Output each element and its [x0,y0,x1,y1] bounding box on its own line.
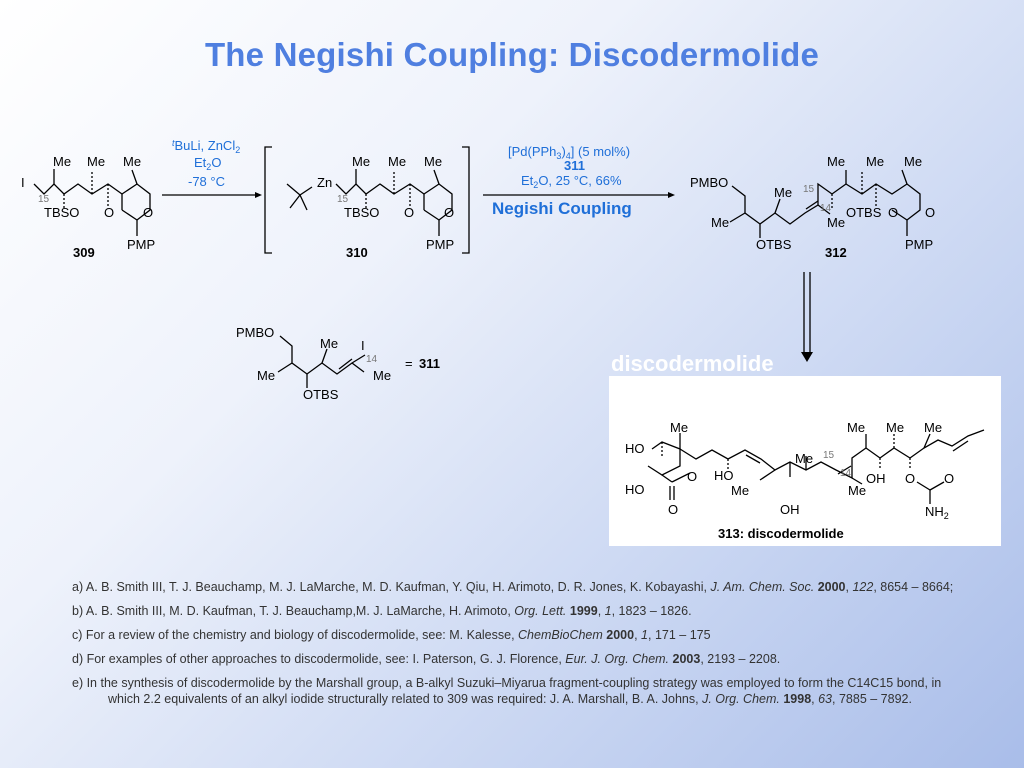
discodermolide-panel [609,376,1001,546]
carbon-14-label: 14 [820,203,832,214]
pmbo-label: PMBO [690,175,728,190]
compound-312: PMBO Me OTBS Me 15 14 Me Me Me Me OTBS O… [690,154,935,260]
me-label: Me [123,154,141,169]
reference-c: c) For a review of the chemistry and bio… [72,628,711,642]
reagent-line-1: tBuLi, ZnCl2 [172,138,240,155]
tbso-label: TBSO [44,205,79,220]
references-list: a) A. B. Smith III, T. J. Beauchamp, M. … [72,579,972,715]
reagent-311-label: 311 [564,158,585,173]
otbs-label: OTBS [303,387,339,402]
me-label: Me [866,154,884,169]
equals-label: = [405,356,413,371]
me-label: Me [904,154,922,169]
hydroxyl-label: HO [625,441,645,456]
reference-e: e) In the synthesis of discodermolide by… [72,676,942,706]
me-label: Me [711,215,729,230]
reference-d: d) For examples of other approaches to d… [72,652,781,666]
me-label: Me [320,336,338,351]
me-label: Me [848,483,866,498]
compound-310: Zn Me Me Me 15 TBSO O O PMP 310 [286,154,454,260]
catalyst-label: [Pd(PPh3)4] (5 mol%) [508,144,630,161]
oxygen-label: O [944,471,954,486]
compound-number-313: 313: discodermolide [718,526,844,541]
right-bracket [462,146,470,254]
me-label: Me [731,483,749,498]
carbon-15-label: 15 [38,194,50,205]
me-label: Me [87,154,105,169]
me-label: Me [257,368,275,383]
oxygen-label: O [668,502,678,517]
conditions-label: Et2O, 25 °C, 66% [521,173,622,190]
compound-313: HO HO Me O O HO Me OH Me 15 14 Me Me Me … [625,420,985,541]
me-label: Me [774,185,792,200]
me-label: Me [886,420,904,435]
negishi-coupling-label: Negishi Coupling [492,199,632,218]
double-arrow-down [801,272,813,362]
me-label: Me [373,368,391,383]
reaction-step-2: [Pd(PPh3)4] (5 mol%) 311 Et2O, 25 °C, 66… [483,144,675,218]
me-label: Me [924,420,942,435]
oxygen-label: O [905,471,915,486]
me-label: Me [795,451,813,466]
otbs-label: OTBS [756,237,792,252]
reaction-step-1: tBuLi, ZnCl2 Et2O -78 °C [162,138,262,198]
oxygen-label: O [444,205,454,220]
me-label: Me [847,420,865,435]
hydroxyl-label: OH [866,471,886,486]
oxygen-label: O [143,205,153,220]
oxygen-label: O [687,469,697,484]
reagent-line-3: -78 °C [188,174,225,189]
zinc-label: Zn [317,175,332,190]
oxygen-label: O [104,205,114,220]
pmbo-label: PMBO [236,325,274,340]
carbon-15-label: 15 [337,194,349,205]
me-label: Me [424,154,442,169]
me-label: Me [827,154,845,169]
left-bracket [264,146,272,254]
me-label: Me [827,215,845,230]
compound-number-312: 312 [825,245,847,260]
tbso-label: TBSO [344,205,379,220]
iodo-label: I [361,338,365,353]
slide-title: The Negishi Coupling: Discodermolide [204,36,820,73]
oxygen-label: O [888,205,898,220]
reference-a: a) A. B. Smith III, T. J. Beauchamp, M. … [72,580,954,594]
me-label: Me [388,154,406,169]
reagent-line-2: Et2O [194,155,221,172]
compound-309: I Me Me Me 15 TBSO O O PMP 309 [21,154,155,260]
pmp-label: PMP [426,237,454,252]
carbon-14-label: 14 [840,468,852,479]
otbs-label: OTBS [846,205,882,220]
me-label: Me [53,154,71,169]
compound-number-309: 309 [73,245,95,260]
carbon-15-label: 15 [803,184,815,195]
oxygen-label: O [925,205,935,220]
me-label: Me [670,420,688,435]
amine-label: NH2 [925,504,949,521]
compound-311: PMBO Me OTBS Me I 14 Me = 311 [236,325,440,402]
pmp-label: PMP [905,237,933,252]
compound-number-311: 311 [419,356,440,371]
hydroxyl-label: HO [625,482,645,497]
iodo-label: I [21,175,25,190]
carbon-15-label: 15 [823,450,835,461]
pmp-label: PMP [127,237,155,252]
reference-b: b) A. B. Smith III, M. D. Kaufman, T. J.… [72,604,692,618]
discodermolide-heading: discodermolide [611,351,774,376]
hydroxyl-label: OH [780,502,800,517]
hydroxyl-label: HO [714,468,734,483]
carbon-14-label: 14 [366,354,378,365]
oxygen-label: O [404,205,414,220]
compound-number-310: 310 [346,245,368,260]
me-label: Me [352,154,370,169]
